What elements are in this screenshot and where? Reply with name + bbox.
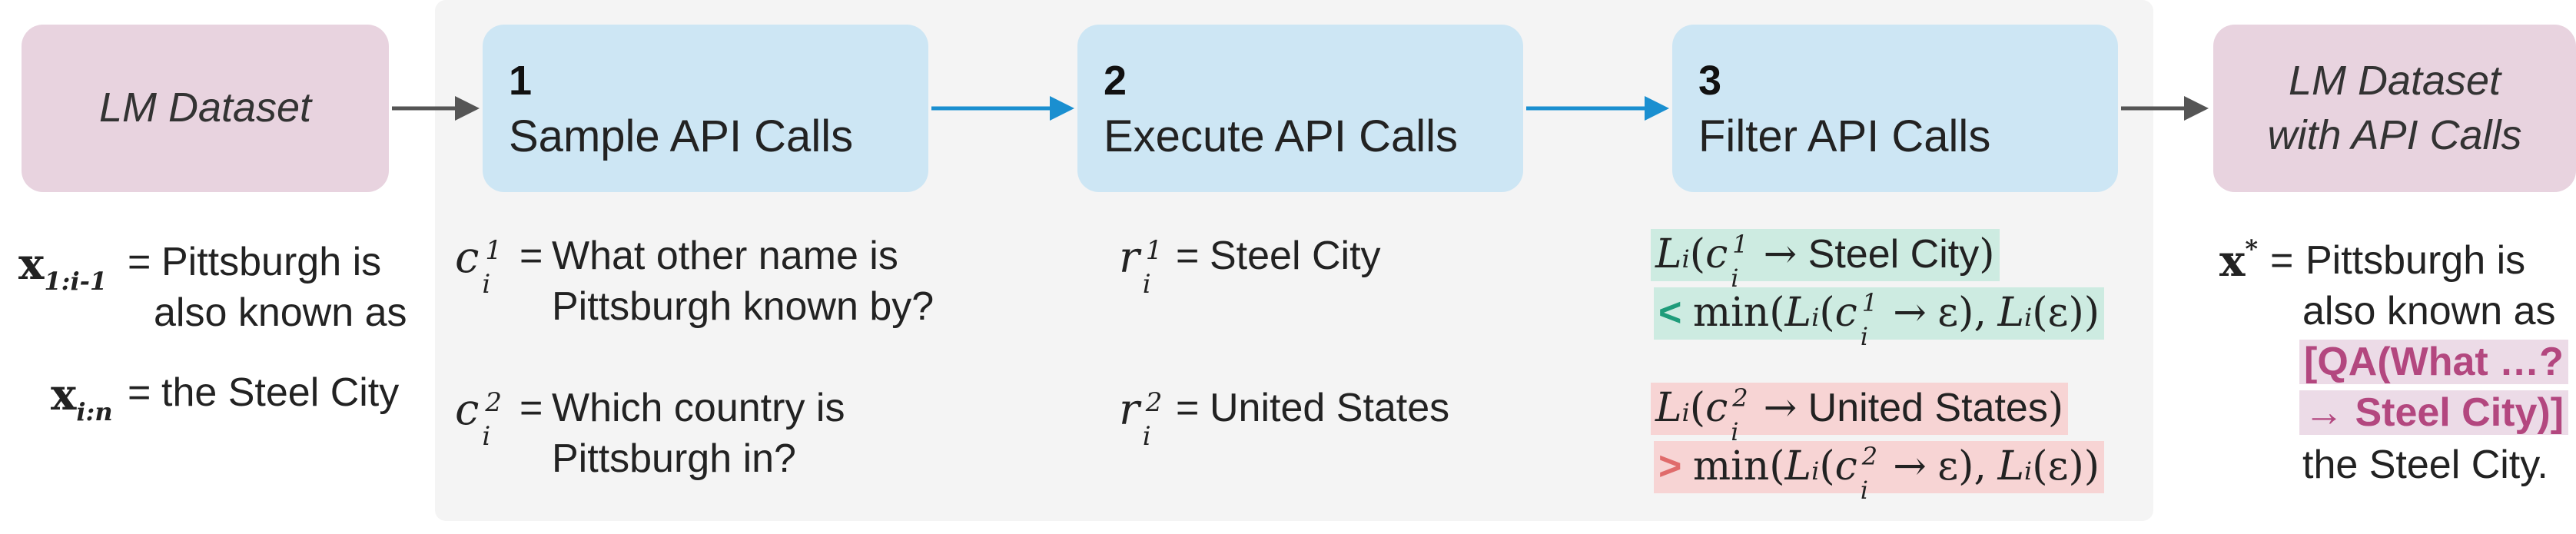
step-sample-box: 1 Sample API Calls: [483, 25, 928, 192]
arrow-sample-to-execute: [931, 96, 1074, 121]
x-suffix-subscript: i:n: [76, 397, 113, 426]
output-sup: *: [2245, 234, 2259, 264]
result-2-sup: 2: [1145, 387, 1163, 418]
result-2-sub: i: [1142, 421, 1151, 452]
sample-2-line2: Pittsburgh in?: [552, 436, 796, 481]
arrow-dataset-to-sample: [392, 96, 480, 121]
step-3-label: Filter API Calls: [1698, 111, 1991, 161]
x-prefix-eq: =: [128, 240, 151, 284]
result-1-sup: 1: [1145, 235, 1163, 266]
x-suffix-eq: =: [128, 370, 151, 415]
arrow-filter-to-output: [2121, 96, 2209, 121]
result-1-text: Steel City: [1210, 234, 1381, 278]
output-api-call-line1: [QA(What …?: [2299, 337, 2568, 389]
x-prefix-var: x1:i-1: [18, 239, 108, 296]
sample-2-sup: 2: [485, 387, 503, 418]
step-filter-box: 3 Filter API Calls: [1672, 25, 2118, 192]
output-api-call-line2: → Steel City)]: [2299, 387, 2569, 439]
sample-1-sup: 1: [485, 235, 503, 266]
lm-dataset-box: LM Dataset: [22, 25, 389, 192]
x-suffix-var: xi:n: [51, 370, 113, 426]
sample-2-eq: =: [520, 386, 543, 430]
result-1-eq: =: [1176, 234, 1200, 278]
output-line5: the Steel City.: [2302, 443, 2548, 487]
sample-1-sub: i: [482, 269, 491, 300]
lm-dataset-api-line2: with API Calls: [2267, 112, 2522, 158]
lm-dataset-label: LM Dataset: [98, 85, 312, 131]
filter-2-greater-than: >: [1658, 444, 1682, 489]
sample-1-line2: Pittsburgh known by?: [552, 284, 934, 329]
step-1-number: 1: [509, 58, 533, 104]
step-2-label: Execute API Calls: [1104, 111, 1458, 161]
x-prefix-subscript: 1:i-1: [44, 267, 108, 296]
arrow-execute-to-filter: [1526, 96, 1669, 121]
result-2-eq: =: [1176, 386, 1200, 430]
filter-2-answer: United States: [1808, 386, 2048, 430]
x-suffix-text: the Steel City: [161, 370, 400, 415]
step-2-number: 2: [1104, 58, 1127, 104]
lm-dataset-api-box: LM Dataset with API Calls: [2213, 25, 2576, 192]
result-1-sub: i: [1142, 269, 1151, 300]
step-1-label: Sample API Calls: [509, 111, 854, 161]
sample-2-sub: i: [482, 421, 491, 452]
output-eq: =: [2270, 238, 2294, 283]
step-3-number: 3: [1698, 58, 1722, 104]
x-prefix-line2: also known as: [154, 290, 407, 335]
lm-dataset-api-line1: LM Dataset: [2288, 57, 2501, 104]
filter-1-answer: Steel City: [1808, 232, 1980, 277]
sample-1-line1: What other name is: [552, 234, 898, 278]
sample-2-line1: Which country is: [552, 386, 845, 430]
output-var: x*: [2219, 234, 2259, 287]
x-prefix-line1: Pittsburgh is: [161, 240, 382, 284]
result-2-text: United States: [1210, 386, 1450, 430]
output-line2: also known as: [2302, 289, 2556, 333]
output-line1: Pittsburgh is: [2305, 238, 2526, 283]
step-execute-box: 2 Execute API Calls: [1077, 25, 1523, 192]
sample-1-eq: =: [520, 234, 543, 278]
filter-1-less-than: <: [1658, 290, 1682, 335]
